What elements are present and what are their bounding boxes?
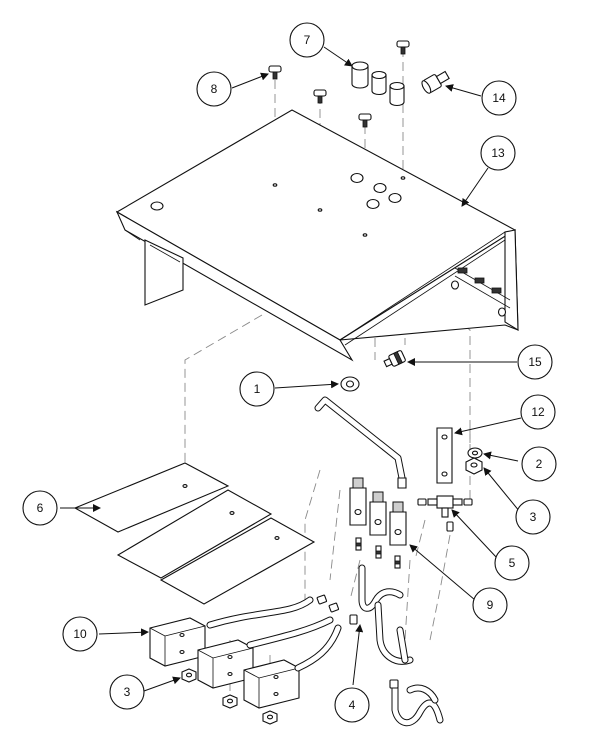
valve-assembly <box>349 477 407 569</box>
callout-14: 14 <box>481 80 517 116</box>
tee-fitting <box>417 495 473 532</box>
spacer-set <box>351 61 405 107</box>
callout-9: 9 <box>472 587 508 623</box>
callout-4: 4 <box>334 687 370 723</box>
svg-text:8: 8 <box>211 82 218 96</box>
callout-6: 6 <box>22 490 58 526</box>
callout-leaders <box>60 46 522 692</box>
svg-text:5: 5 <box>509 556 516 570</box>
svg-text:7: 7 <box>304 33 311 47</box>
bent-rod <box>314 396 407 489</box>
callout-10: 10 <box>62 616 98 652</box>
svg-text:13: 13 <box>491 146 505 160</box>
screw-set <box>268 40 410 128</box>
lower-nuts <box>181 668 278 725</box>
svg-text:3: 3 <box>124 685 131 699</box>
clamp-brackets <box>149 617 300 709</box>
plate-stack <box>73 462 316 605</box>
washer-small <box>467 447 483 459</box>
callout-7: 7 <box>289 22 325 58</box>
svg-text:4: 4 <box>349 698 356 712</box>
nut-upper <box>465 457 483 475</box>
hose-fitting-top <box>421 70 450 94</box>
hose-fitting-mid <box>383 350 406 368</box>
svg-text:15: 15 <box>528 355 542 369</box>
svg-text:10: 10 <box>73 627 87 641</box>
svg-text:3: 3 <box>530 510 537 524</box>
callout-3-left: 3 <box>109 674 145 710</box>
callout-12: 12 <box>520 394 556 430</box>
top-plate <box>115 109 519 362</box>
washer <box>340 376 360 392</box>
mounting-strip <box>436 427 453 484</box>
callout-3-right: 3 <box>515 499 551 535</box>
svg-text:9: 9 <box>487 598 494 612</box>
svg-text:1: 1 <box>254 382 261 396</box>
svg-text:6: 6 <box>37 501 44 515</box>
hose-set <box>206 564 444 727</box>
svg-text:14: 14 <box>492 91 506 105</box>
callout-2: 2 <box>521 446 557 482</box>
callout-13: 13 <box>480 135 516 171</box>
svg-text:2: 2 <box>536 457 543 471</box>
svg-text:12: 12 <box>531 405 545 419</box>
callout-1: 1 <box>239 371 275 407</box>
callout-15: 15 <box>517 344 553 380</box>
callout-8: 8 <box>196 71 232 107</box>
callout-5: 5 <box>494 545 530 581</box>
